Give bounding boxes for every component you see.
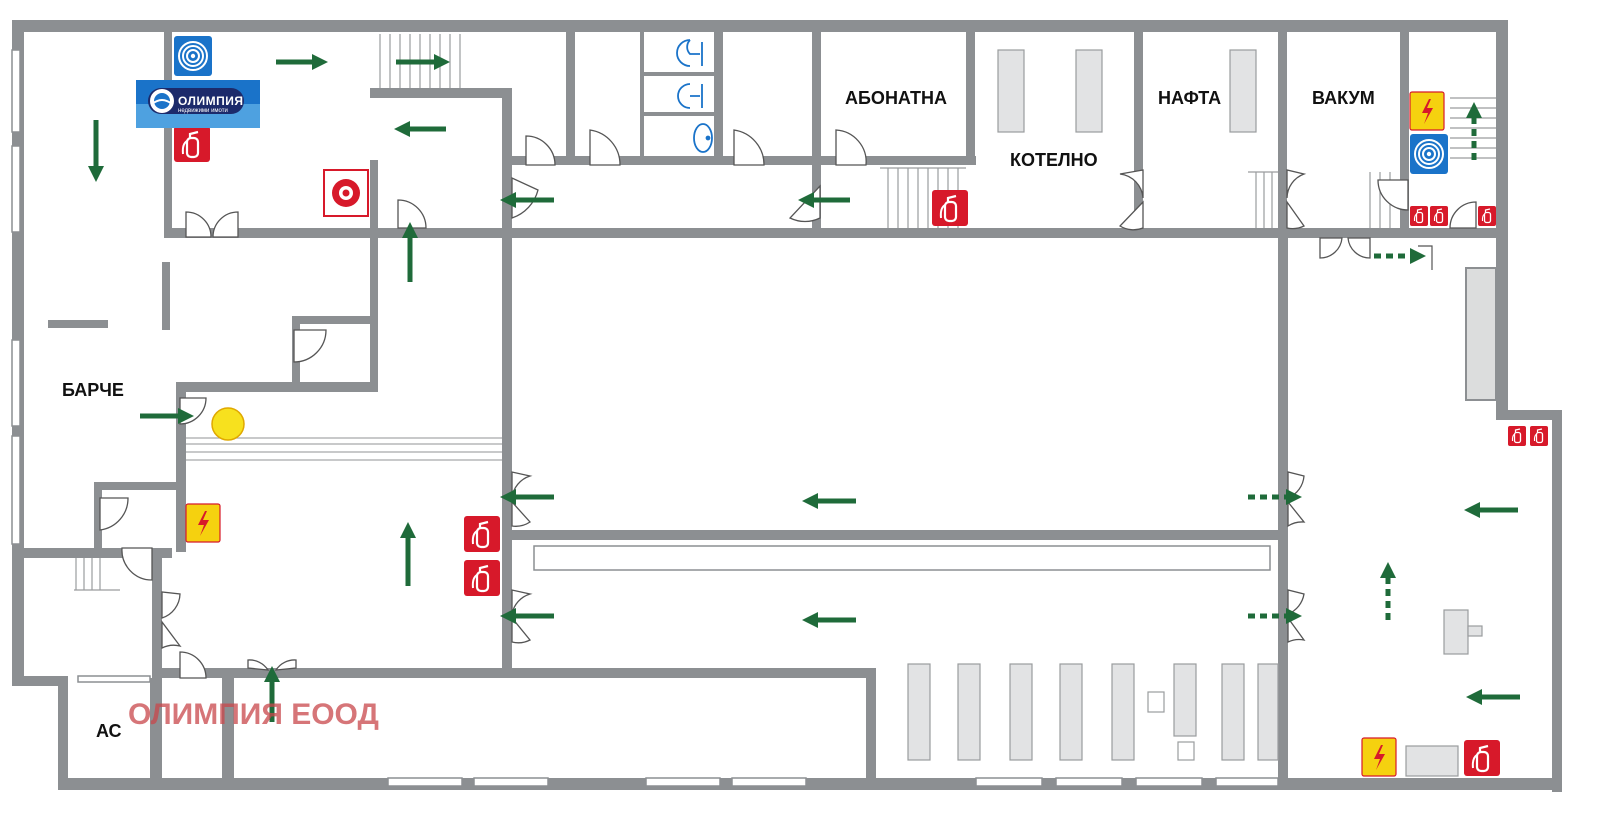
room-label-kotelno: КОТЕЛНО: [1010, 150, 1098, 170]
logo-name: ОЛИМПИЯ: [178, 94, 243, 108]
room-label-abonatna: АБОНАТНА: [845, 88, 947, 108]
sink-icon: [693, 123, 713, 153]
fire-extinguisher-icon: [930, 188, 970, 228]
fire-hose-icon: [173, 35, 213, 77]
fire-extinguisher-icon: [1529, 425, 1549, 447]
room-label-barche: БАРЧЕ: [62, 380, 124, 400]
ramp: [186, 437, 502, 461]
evacuation-arrows: [87, 53, 1520, 722]
fire-extinguisher-icon: [172, 124, 212, 164]
boiler-fixtures: [997, 49, 1257, 133]
electrical-hazard-icon: [185, 503, 221, 543]
company-logo: ОЛИМПИЯ недвижими имоти: [136, 80, 260, 128]
fire-extinguisher-icon: [1507, 425, 1527, 447]
fire-extinguisher-icon: [462, 558, 502, 598]
doors: [99, 129, 1477, 679]
fire-hose-icon: [1409, 133, 1449, 175]
fire-extinguisher-icon: [1429, 205, 1449, 227]
stair-rail: [1418, 245, 1433, 270]
bottom-racks: [907, 663, 1279, 761]
logo-subtitle: недвижими имоти: [178, 108, 228, 114]
walls: [12, 20, 1562, 792]
right-fixtures: [1405, 609, 1483, 777]
electrical-hazard-icon: [1361, 737, 1397, 777]
watermark-text: ОЛИМПИЯ ЕООД: [128, 698, 379, 731]
stairs-nafta: [1248, 171, 1278, 228]
toilet-icon: [676, 39, 703, 67]
stairs-right-top: [1450, 97, 1496, 159]
evacuation-arrows-dashed: [1248, 101, 1483, 625]
fire-extinguisher-icon: [1409, 205, 1429, 227]
fire-extinguisher-icon: [462, 514, 502, 554]
stairs-bottom-left: [74, 558, 120, 591]
room-label-ac: АС: [96, 721, 122, 741]
fire-extinguisher-icon: [1462, 738, 1502, 778]
room-label-nafta: НАФТА: [1158, 88, 1221, 108]
toilet-icon: [677, 83, 703, 109]
electrical-hazard-icon: [1409, 91, 1445, 131]
windows: [11, 49, 1279, 787]
fire-alarm-icon: [323, 169, 369, 217]
room-label-vakum: ВАКУМ: [1312, 88, 1375, 108]
fire-extinguisher-icon: [1477, 205, 1497, 227]
long-counter: [533, 545, 1271, 571]
assembly-point-icon: [211, 407, 245, 441]
